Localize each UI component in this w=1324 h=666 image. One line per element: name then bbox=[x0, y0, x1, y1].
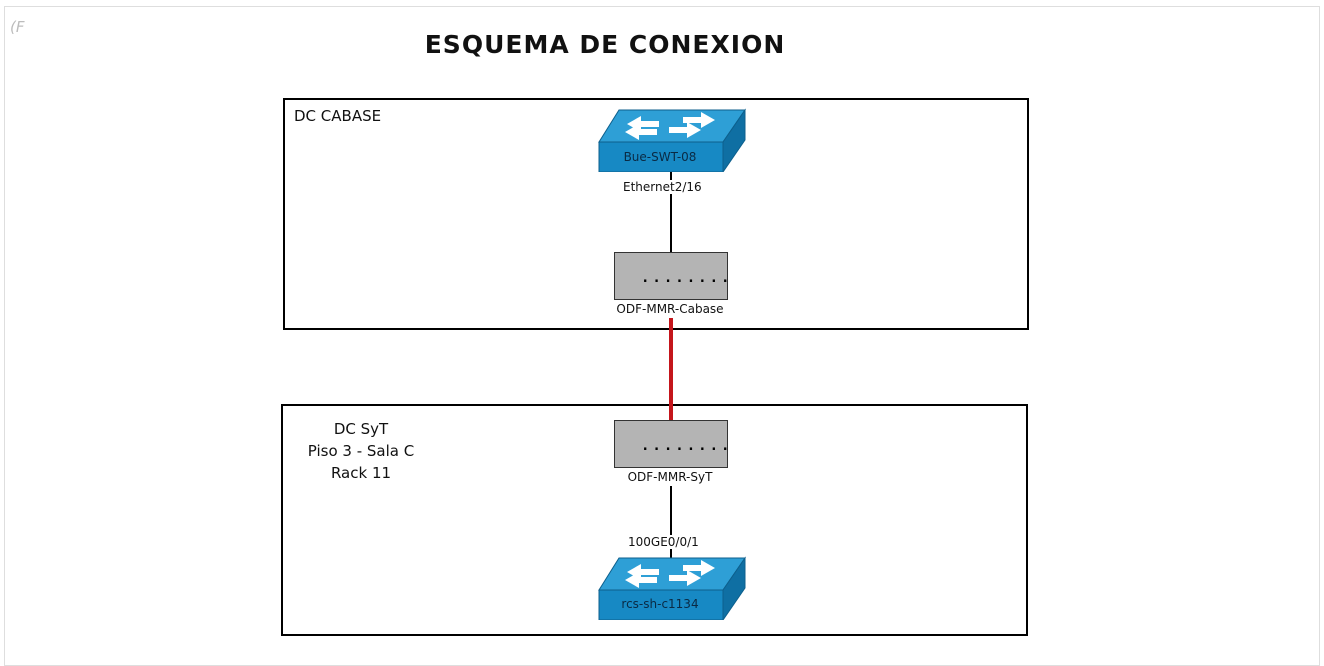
link-switch-to-odf-cabase bbox=[670, 170, 672, 254]
dc-syt-label-line: DC SyT bbox=[333, 420, 389, 438]
switch-top-port: Ethernet2/16 bbox=[621, 180, 704, 194]
switch-top-name: Bue-SWT-08 bbox=[623, 150, 697, 164]
switch-bottom-port: 100GE0/0/1 bbox=[626, 535, 701, 549]
link-odf-syt-to-switch bbox=[670, 486, 672, 566]
network-switch-icon[interactable] bbox=[597, 108, 747, 172]
odf-cabase-name: ODF-MMR-Cabase bbox=[604, 302, 736, 316]
odf-ports: ........ bbox=[641, 438, 733, 454]
network-switch-icon[interactable] bbox=[597, 556, 747, 620]
odf-ports: ........ bbox=[641, 270, 733, 286]
dc-syt-label-line: Rack 11 bbox=[330, 464, 392, 482]
dc-syt-label: DC SyT Piso 3 - Sala C Rack 11 bbox=[291, 418, 431, 484]
odf-syt-name: ODF-MMR-SyT bbox=[618, 470, 722, 484]
fiber-link-red bbox=[669, 318, 673, 420]
switch-bottom-name: rcs-sh-c1134 bbox=[621, 597, 699, 611]
odf-patch-panel-icon[interactable]: ........ bbox=[614, 420, 729, 468]
corner-mark: (F bbox=[10, 18, 25, 36]
odf-patch-panel-icon[interactable]: ........ bbox=[614, 252, 729, 300]
dc-syt-label-line: Piso 3 - Sala C bbox=[307, 442, 415, 460]
diagram-title: ESQUEMA DE CONEXION bbox=[424, 30, 786, 59]
dc-cabase-label: DC CABASE bbox=[294, 107, 382, 125]
